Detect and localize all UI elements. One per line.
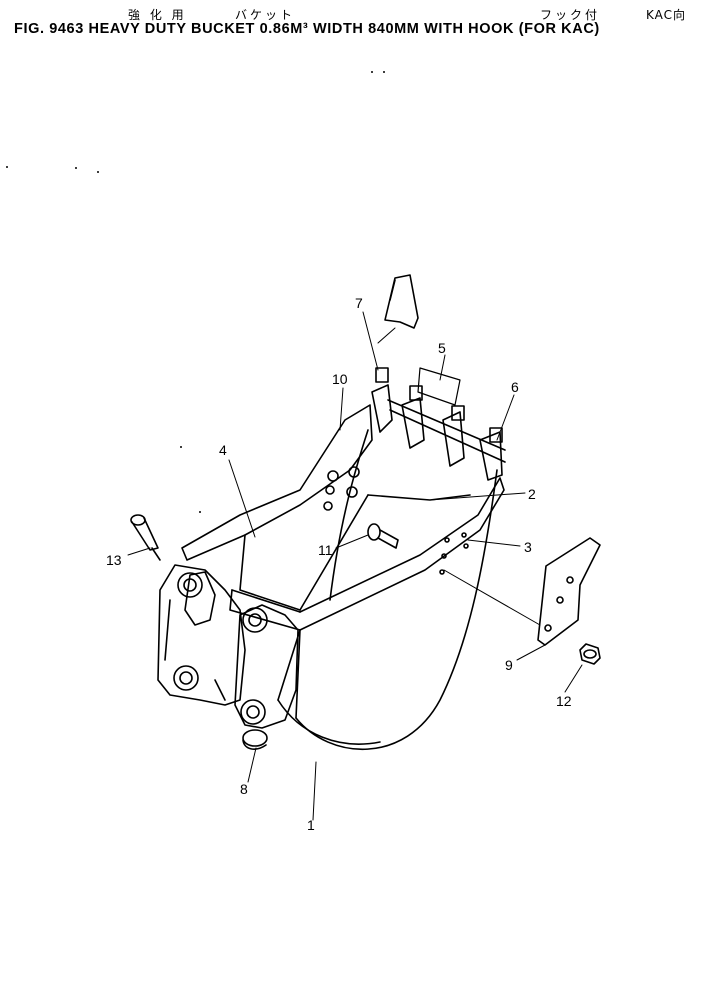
jp-with-hook-label: フック付	[540, 8, 601, 22]
callout-9: 9	[505, 657, 513, 673]
side-cutter	[537, 537, 601, 646]
nut	[579, 643, 601, 665]
callout-4: 4	[219, 442, 227, 458]
scan-specks	[6, 71, 385, 513]
callout-11: 11	[318, 542, 333, 558]
jp-for-kac-label: KAC向	[646, 8, 687, 22]
jp-bucket-label: バケット	[235, 8, 296, 22]
callout-8: 8	[240, 781, 248, 797]
leader-lines	[127, 311, 583, 821]
mounting-bracket	[157, 564, 299, 750]
shim-plate	[417, 367, 461, 406]
callout-3: 3	[524, 539, 532, 555]
callout-1: 1	[307, 817, 315, 833]
callout-13: 13	[106, 552, 122, 568]
callout-5: 5	[438, 340, 446, 356]
bolt-11	[367, 523, 399, 549]
callout-12: 12	[556, 693, 572, 709]
callout-7: 7	[355, 295, 363, 311]
jp-strengthened-label: 強 化 用	[128, 8, 187, 22]
bolt-13	[130, 514, 161, 561]
callout-2: 2	[528, 486, 536, 502]
callout-6: 6	[511, 379, 519, 395]
tooth-point	[384, 274, 419, 329]
figure-title: FIG. 9463 HEAVY DUTY BUCKET 0.86M³ WIDTH…	[14, 21, 600, 37]
callout-10: 10	[332, 371, 348, 387]
teeth-row	[371, 367, 506, 481]
